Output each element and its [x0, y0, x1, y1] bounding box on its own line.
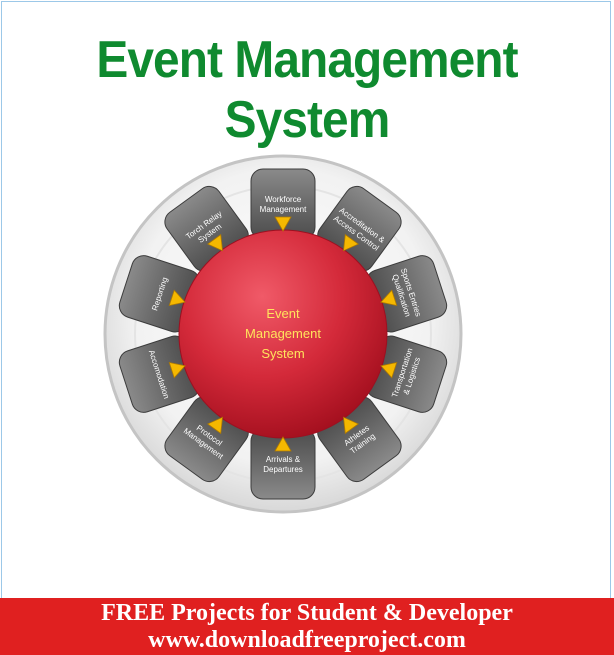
module-5[interactable]: AthletesTraining — [313, 392, 406, 486]
arrow-icon — [206, 233, 223, 252]
arrow-icon — [274, 216, 292, 232]
arrows-layer — [168, 216, 398, 452]
banner-url[interactable]: www.downloadfreeproject.com — [148, 627, 466, 653]
module-label-line: Management — [260, 205, 307, 214]
module-8[interactable]: Accomodation — [116, 333, 202, 415]
arrow-icon — [343, 233, 360, 252]
module-label: Arrivals &Departures — [263, 455, 303, 474]
module-label-line: Arrivals & — [266, 455, 301, 464]
module-2[interactable]: Accreditation &Access Control — [313, 182, 406, 276]
page-title: Event Management System — [96, 31, 518, 149]
module-10[interactable]: Torch RelaySystem — [160, 182, 253, 276]
arrow-icon — [274, 436, 292, 452]
arrow-icon — [168, 362, 186, 379]
center-label-line1: Event — [266, 306, 300, 321]
module-label-line: Workforce — [265, 195, 302, 204]
arrow-icon — [206, 416, 223, 435]
arrow-icon — [380, 289, 398, 306]
arrow-icon — [168, 289, 186, 306]
arrow-icon — [343, 416, 360, 435]
center-label-line2: Management — [245, 326, 321, 341]
module-label-line: Departures — [263, 465, 303, 474]
arrow-icon — [380, 362, 398, 379]
footer-banner — [0, 598, 614, 655]
banner-tagline: FREE Projects for Student & Developer — [101, 600, 513, 626]
module-3[interactable]: Sports EntriesQualification — [363, 253, 449, 335]
center-label-line3: System — [261, 346, 304, 361]
module-6[interactable]: Arrivals &Departures — [250, 428, 316, 500]
